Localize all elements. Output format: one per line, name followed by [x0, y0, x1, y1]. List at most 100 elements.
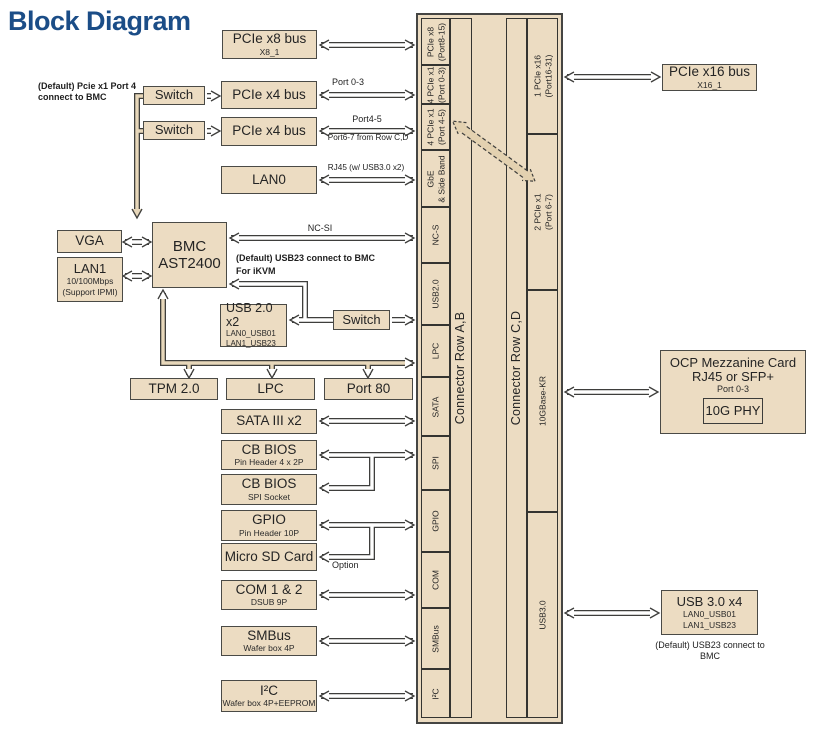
box-sublabel: 10/100Mbps	[66, 276, 114, 287]
box-pcie-x16-bus: PCIe x16 bus X16_1	[662, 64, 757, 91]
segment-usb3: USB3.0	[527, 512, 558, 718]
box-com: COM 1 & 2 DSUB 9P	[221, 580, 317, 610]
box-cb-bios-socket: CB BIOS SPI Socket	[221, 474, 317, 505]
segment-label: PCIe x8	[424, 26, 435, 57]
box-label: I²C	[260, 682, 278, 698]
segment-sublabel: (Port8-15)	[435, 22, 446, 61]
box-sublabel: Pin Header 4 x 2P	[234, 457, 304, 468]
segment-label: SATA	[430, 396, 441, 417]
box-tpm: TPM 2.0	[130, 378, 218, 400]
segment-sata: SATA	[421, 377, 450, 436]
segment-gbe-sideband: GbE& Side Band	[421, 150, 450, 207]
box-label: Switch	[154, 122, 194, 138]
box-bmc: BMC AST2400	[152, 222, 227, 288]
box-usb3-x4: USB 3.0 x4 LAN0_USB01 LAN1_USB23	[661, 590, 758, 635]
box-label: PCIe x8 bus	[232, 31, 307, 47]
box-vga: VGA	[57, 230, 122, 253]
box-usb2-x2: USB 2.0 x2 LAN0_USB01 LAN1_USB23	[220, 301, 287, 348]
box-sublabel: AST2400	[158, 255, 221, 272]
segment-label: 10GBase-KR	[537, 375, 548, 427]
connector-row-cd-label: Connector Row C,D	[508, 310, 523, 426]
box-label: VGA	[75, 233, 104, 249]
segment-1pcie-x16: 1 PCIe x16(Port16-31)	[527, 18, 558, 134]
box-lpc: LPC	[226, 378, 315, 400]
segment-label: COM	[430, 570, 441, 590]
box-switch-3: Switch	[333, 310, 390, 330]
segment-2pcie-x1-port6-7: 2 PCIe x1(Port 6-7)	[527, 134, 558, 290]
segment-sublabel: (Port 6-7)	[542, 194, 553, 230]
box-label: PCIe x4 bus	[232, 123, 306, 139]
segment-nc-s: NC-S	[421, 207, 450, 263]
box-label: LPC	[257, 380, 284, 396]
label-rj45: RJ45 (w/ USB3.0 x2)	[327, 163, 405, 172]
box-gpio: GPIO Pin Header 10P	[221, 510, 317, 541]
segment-spi: SPI	[421, 436, 450, 490]
box-sublabel: X16_1	[697, 79, 722, 90]
box-10g-phy: 10G PHY	[703, 397, 763, 424]
segment-sublabel: & Side Band	[435, 154, 446, 203]
connector-row-cd: Connector Row C,D	[506, 18, 527, 718]
box-smbus: SMBus Wafer box 4P	[221, 626, 317, 656]
box-lan0: LAN0	[221, 166, 317, 194]
box-sublabel: Wafer box 4P	[243, 643, 295, 654]
box-micro-sd: Micro SD Card	[221, 543, 317, 571]
segment-label: 4 PCIe x1	[424, 65, 435, 104]
segment-label: 1 PCIe x16	[531, 54, 542, 98]
box-sublabel: LAN1_USB23	[683, 619, 736, 630]
segment-label: USB2.0	[430, 279, 441, 309]
box-sublabel: LAN0_USB01	[683, 609, 736, 620]
note-line: (Default) Pcie x1 Port 4	[38, 81, 137, 91]
box-pcie-x8-bus: PCIe x8 bus X8_1	[222, 30, 317, 59]
segment-label: USB3.0	[537, 600, 548, 630]
box-sublabel: RJ45 or SFP+	[691, 369, 774, 385]
box-label: CB BIOS	[241, 476, 297, 492]
box-label: PCIe x4 bus	[232, 86, 306, 102]
label-port-6-7: Port6-7 from Row C,D	[327, 133, 409, 142]
segment-label: NC-S	[430, 224, 441, 246]
box-sublabel: (Support IPMI)	[62, 286, 118, 297]
segment-10gbase-kr: 10GBase-KR	[527, 290, 558, 512]
box-label: Micro SD Card	[224, 548, 314, 564]
segment-gpio: GPIO	[421, 490, 450, 552]
page-title: Block Diagram	[8, 6, 191, 36]
segment-4pcie-x1-port0-3: 4 PCIe x1(Port 0-3)	[421, 65, 450, 104]
box-lan1: LAN1 10/100Mbps (Support IPMI)	[57, 257, 123, 302]
note-for-ikvm: For iKVM	[236, 266, 276, 276]
box-sublabel: X8_1	[259, 46, 280, 57]
connector-row-ab: Connector Row A,B	[450, 18, 472, 718]
segment-com: COM	[421, 552, 450, 608]
segment-label: SPI	[430, 456, 441, 470]
box-sublabel: Pin Header 10P	[238, 527, 299, 538]
box-port80: Port 80	[324, 378, 413, 400]
box-sublabel: LAN0_USB01	[226, 329, 276, 339]
box-label: OCP Mezzanine Card	[669, 355, 797, 370]
box-i2c: I²C Wafer box 4P+EEPROM	[221, 680, 317, 712]
box-switch-1: Switch	[143, 86, 205, 105]
segment-label: GPIO	[430, 510, 441, 532]
box-label: PCIe x16 bus	[668, 64, 751, 80]
segment-lpc: LPC	[421, 325, 450, 377]
box-label: GPIO	[252, 512, 286, 528]
box-label: CB BIOS	[241, 441, 297, 457]
box-label: LAN0	[252, 171, 286, 187]
box-cb-bios-header: CB BIOS Pin Header 4 x 2P	[221, 440, 317, 470]
box-sublabel: Port 0-3	[716, 384, 749, 395]
box-label: USB 2.0 x2	[226, 301, 273, 329]
segment-label: I²C	[430, 687, 441, 700]
segment-usb2: USB2.0	[421, 263, 450, 325]
box-label: Port 80	[346, 380, 391, 396]
segment-pcie-x8: PCIe x8(Port8-15)	[421, 18, 450, 65]
arrowheads	[121, 39, 662, 702]
segment-sublabel: (Port16-31)	[542, 54, 553, 98]
box-label: SMBus	[247, 627, 291, 643]
label-nc-si: NC-SI	[307, 223, 333, 233]
segment-label: 4 PCIe x1	[424, 108, 435, 146]
box-sublabel: Wafer box 4P+EEPROM	[222, 698, 316, 709]
segment-label: SMBus	[430, 624, 441, 653]
segment-sublabel: (Port 0-3)	[435, 66, 446, 103]
note-line: connect to BMC	[38, 92, 107, 103]
box-label: Switch	[342, 311, 381, 327]
segment-label: GbE	[424, 169, 435, 188]
